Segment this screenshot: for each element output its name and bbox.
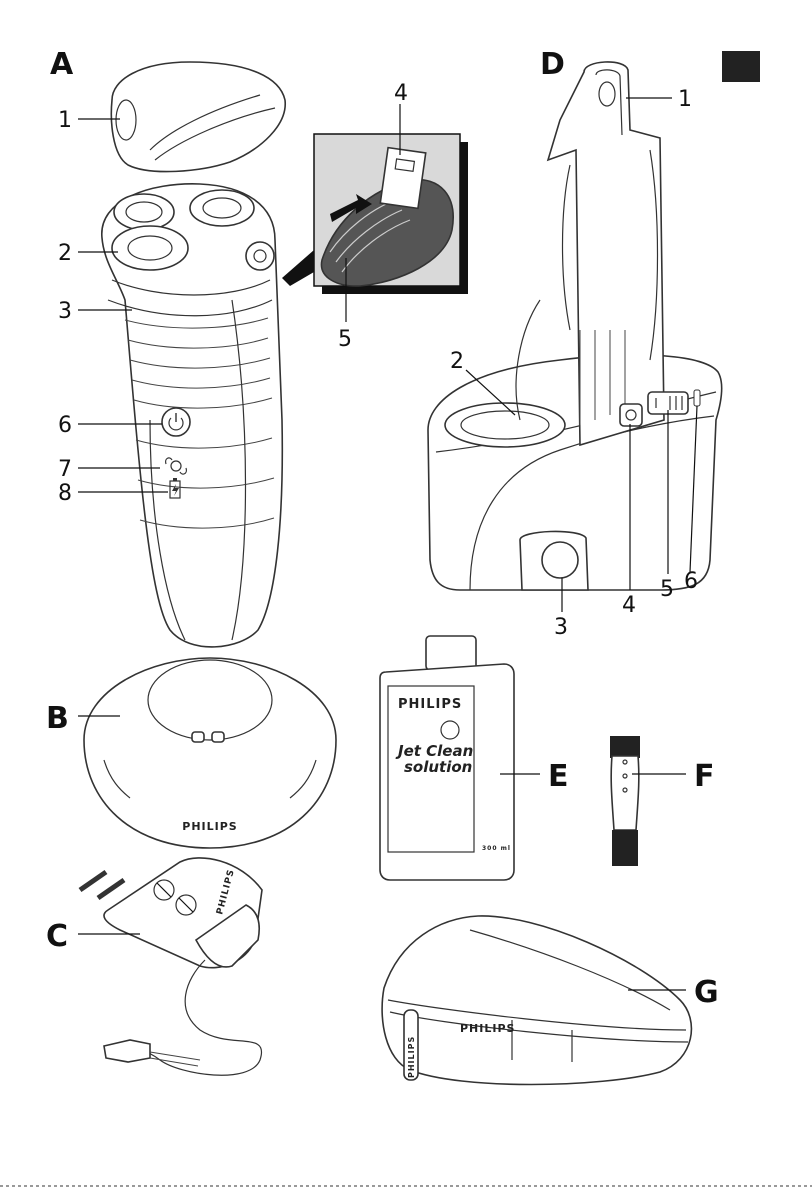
section-tab xyxy=(722,51,760,82)
callout-a-6: 6 xyxy=(58,413,72,438)
label-B: B xyxy=(46,701,69,736)
callout-a-4: 4 xyxy=(394,81,408,106)
callout-a-8: 8 xyxy=(58,481,72,506)
callout-a-2: 2 xyxy=(58,241,72,266)
bottle-brand: PHILIPS xyxy=(398,697,462,712)
label-D: D xyxy=(540,47,565,82)
protection-cap xyxy=(111,62,285,172)
callout-a-7: 7 xyxy=(58,457,72,482)
callout-d-5: 5 xyxy=(660,577,674,602)
cleaning-system xyxy=(428,62,722,590)
power-adapter xyxy=(80,858,262,1075)
callout-d-4: 4 xyxy=(622,593,636,618)
label-G: G xyxy=(694,975,719,1010)
callout-a-5: 5 xyxy=(338,327,352,352)
bottle-volume: 300 ml xyxy=(482,845,511,852)
travel-pouch xyxy=(382,916,691,1085)
zip-tag-brand: PHILIPS xyxy=(407,1036,416,1078)
cleaning-brush xyxy=(610,736,640,866)
label-C: C xyxy=(46,919,68,954)
callout-d-6: 6 xyxy=(684,569,698,594)
label-E: E xyxy=(548,759,569,794)
stand-brand: PHILIPS xyxy=(182,820,237,833)
bottle-line-2: solution xyxy=(404,758,472,776)
callout-d-2: 2 xyxy=(450,349,464,374)
callout-a-3: 3 xyxy=(58,299,72,324)
label-A: A xyxy=(50,47,74,82)
inset-trimmer-detail xyxy=(282,134,468,294)
label-F: F xyxy=(694,759,715,794)
callout-d-1: 1 xyxy=(678,87,692,112)
pouch-brand: PHILIPS xyxy=(460,1022,515,1035)
shaver-body xyxy=(102,184,283,647)
callout-d-3: 3 xyxy=(554,615,568,640)
callout-a-1: 1 xyxy=(58,108,72,133)
